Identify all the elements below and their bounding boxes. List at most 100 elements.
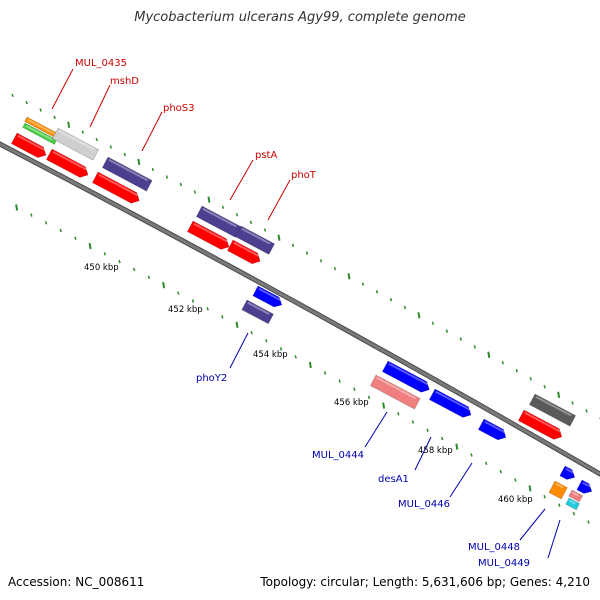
feature-mul0449-highlight <box>569 499 576 505</box>
feature-phos3-highlight <box>108 158 149 182</box>
feature-green-upper-highlight <box>25 124 53 141</box>
feature-red-1 <box>10 132 47 159</box>
tick-mark-lower <box>206 307 209 311</box>
tick-mark-lower <box>543 495 546 499</box>
tick-mark-lower <box>308 361 312 369</box>
tick-mark-upper <box>95 137 98 142</box>
tick-mark-upper <box>123 152 127 157</box>
feature-green-upper-shape <box>22 122 58 145</box>
tick-mark-upper <box>25 100 28 105</box>
tick-mark-upper <box>389 297 393 302</box>
feature-phot-shape <box>234 225 275 255</box>
connector-mul0435 <box>51 68 74 110</box>
tick-mark-upper <box>193 190 197 194</box>
feature-psta <box>195 205 242 238</box>
tick-mark-lower <box>558 503 561 507</box>
feature-phot <box>234 225 275 255</box>
feature-blue-2-highlight <box>388 362 429 386</box>
tick-mark-upper <box>319 259 323 263</box>
tick-mark-lower <box>455 443 459 450</box>
map-title: Mycobacterium ulcerans Agy99, complete g… <box>134 10 466 25</box>
tick-mark-upper <box>249 220 253 225</box>
tick-mark-lower <box>367 395 371 400</box>
feature-mul0448-shape <box>548 480 568 500</box>
tick-mark-lower <box>426 428 429 432</box>
tick-marks <box>11 93 600 524</box>
feature-blue-small-1-shape <box>559 465 576 480</box>
feature-red-2-highlight <box>52 150 87 171</box>
feature-pink-small-shape <box>568 489 584 503</box>
tick-mark-upper <box>361 282 365 286</box>
feature-psta-shape <box>195 205 242 238</box>
feature-blue-1-shape <box>252 285 283 308</box>
genome-backbone <box>0 141 600 477</box>
feature-red-3-shape <box>91 171 140 204</box>
feature-mshd-gray-highlight <box>58 129 95 151</box>
tick-mark-lower <box>294 355 297 359</box>
feature-red-4-shape <box>186 220 230 250</box>
tick-mark-upper <box>165 175 169 179</box>
feature-green-upper <box>22 122 58 145</box>
tick-mark-upper <box>347 273 351 280</box>
gene-features <box>10 116 593 511</box>
feature-orange-upper-highlight <box>27 118 55 135</box>
connector-mul0446 <box>449 462 473 498</box>
feature-red-4-highlight <box>193 222 228 243</box>
feature-red-3 <box>91 171 140 204</box>
tick-mark-lower <box>265 339 268 343</box>
tick-mark-upper <box>515 369 518 373</box>
tick-mark-upper <box>333 266 337 271</box>
tick-mark-upper <box>585 409 588 413</box>
feature-desa1-shape <box>428 388 472 418</box>
tick-mark-lower <box>147 275 151 280</box>
tick-mark-upper <box>109 145 113 149</box>
tick-mark-lower <box>279 347 283 351</box>
tick-mark-lower <box>484 461 488 466</box>
tick-mark-lower <box>15 204 19 211</box>
gene-label-forward: phoS3 <box>163 103 195 114</box>
feature-psta-highlight <box>202 207 237 228</box>
feature-gray-right-highlight <box>535 395 572 417</box>
tick-mark-upper <box>375 290 379 294</box>
tick-mark-lower <box>88 242 92 250</box>
feature-blue-small-1 <box>559 465 576 480</box>
tick-mark-upper <box>235 213 239 217</box>
feature-mul0449-shape <box>565 497 581 511</box>
feature-red-5 <box>226 239 261 265</box>
gene-label-forward: mshD <box>110 76 139 87</box>
gene-label-reverse: MUL_0446 <box>398 499 450 510</box>
feature-red-right <box>517 409 563 440</box>
feature-blue-small-2 <box>576 479 593 494</box>
tick-mark-lower <box>411 420 415 424</box>
feature-blue-small-2-shape <box>576 479 593 494</box>
tick-mark-upper <box>67 121 71 128</box>
connector-phot <box>267 179 291 221</box>
tick-mark-upper <box>473 345 477 349</box>
position-label: 452 kbp <box>168 305 203 315</box>
connector-phos3 <box>141 111 163 152</box>
tick-mark-lower <box>133 267 136 272</box>
feature-mul0449 <box>565 497 581 511</box>
feature-mshd-gray <box>51 127 100 161</box>
tick-mark-lower <box>221 315 224 319</box>
feature-red-4 <box>186 220 230 250</box>
position-label: 460 kbp <box>498 495 533 505</box>
tick-mark-upper <box>263 228 267 232</box>
feature-mul0448-highlight <box>555 482 564 489</box>
tick-mark-lower <box>250 331 253 335</box>
feature-desa1 <box>428 388 472 418</box>
tick-mark-lower <box>235 321 239 328</box>
accession-text: Accession: NC_008611 <box>8 575 145 589</box>
feature-mul0444-highlight <box>376 376 417 400</box>
feature-pink-small <box>568 489 584 503</box>
tick-mark-upper <box>501 361 504 365</box>
tick-mark-lower <box>191 299 195 303</box>
gene-label-reverse: phoY2 <box>196 373 227 384</box>
feature-phos3 <box>101 156 153 192</box>
tick-mark-lower <box>162 282 166 289</box>
tick-mark-upper <box>179 182 183 187</box>
gene-labels: MUL_0435mshDphoS3pstAphoTphoY2MUL_0444de… <box>75 58 530 569</box>
tick-mark-upper <box>221 205 225 209</box>
tick-mark-upper <box>291 243 295 248</box>
